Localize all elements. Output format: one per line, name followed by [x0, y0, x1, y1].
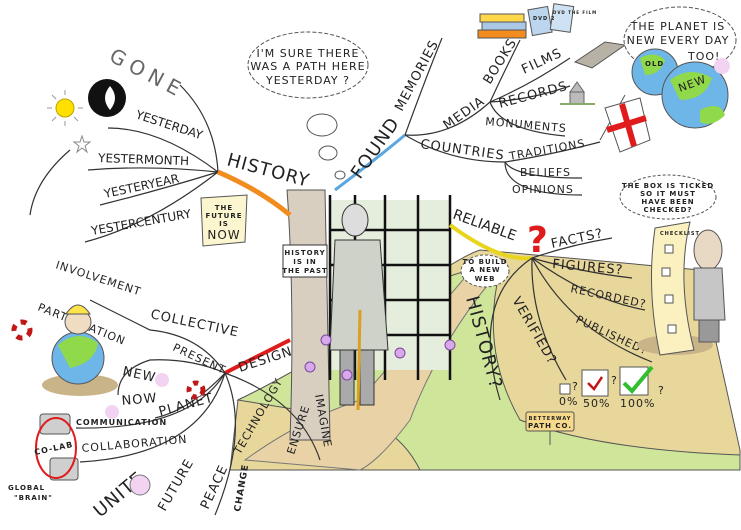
reliable-branch	[448, 223, 533, 261]
checkbox-question: ?	[658, 384, 665, 397]
globe-person-figure	[42, 304, 118, 396]
scroll-title: CHECKLIST	[660, 231, 700, 237]
scroll-text: NOW	[207, 228, 240, 242]
change-label: CHANGE	[233, 463, 251, 512]
checkbox-label: 0%	[559, 395, 578, 408]
films-label: FILMS	[519, 46, 564, 78]
tree-sign-line: HISTORY	[284, 249, 325, 257]
found-label: FOUND	[347, 113, 404, 182]
scroll-text: THE	[215, 204, 233, 212]
collaboration-label: COLLABORATION	[81, 433, 188, 455]
opinions-label: OPINIONS	[512, 183, 574, 196]
involvement-label: INVOLVEMENT	[54, 258, 143, 298]
checkbox-label: 50%	[583, 397, 610, 410]
web-bubble-text: A NEW	[469, 266, 500, 274]
dvd-icon: DVD 2 DVD THE FILM	[527, 3, 597, 37]
sparkle-icon	[129, 474, 151, 496]
found-branch	[334, 133, 406, 192]
checkbox-label: 100%	[620, 397, 655, 410]
future-label: FUTURE	[155, 457, 197, 514]
countries-label: COUNTRIES	[419, 137, 505, 164]
lifebuoy-icon	[11, 319, 33, 341]
co-lab-label: CO-LAB	[34, 440, 75, 457]
sparkle-icon	[155, 373, 169, 387]
thought-bubble	[247, 31, 369, 99]
tree-sign	[282, 244, 328, 278]
tree-sign-line: THE PAST	[282, 267, 328, 275]
web-bubble	[460, 254, 510, 288]
planet-label: PLANET	[157, 391, 215, 420]
now-label: NOW	[121, 391, 158, 409]
thought-text: YESTERDAY ?	[265, 74, 350, 87]
checkbox-question: ?	[611, 374, 618, 387]
traditions-label: TRADITIONS	[507, 137, 586, 163]
new-globe: NEW	[661, 61, 729, 129]
facts-label: FACTS?	[550, 226, 605, 252]
collective-label: COLLECTIVE	[149, 307, 240, 340]
monument-icon	[560, 81, 595, 105]
planet-bubble-text: THE PLANET IS	[630, 20, 726, 33]
yestermonth-label: YESTERMONTH	[97, 151, 189, 168]
global-brain-label: "BRAIN"	[14, 494, 53, 502]
communication-label: COMMUNICATION	[76, 418, 167, 427]
checked-bubble-text: SO IT MUST	[640, 190, 696, 198]
star-icon	[72, 134, 92, 154]
figures-label: FIGURES?	[552, 257, 624, 278]
checkbox-0: ? 0%	[559, 380, 579, 408]
history-branch	[217, 169, 292, 217]
media-label: MEDIA	[441, 94, 488, 133]
record-icon	[573, 41, 627, 69]
web-bubble-text: TO BUILD	[462, 258, 507, 266]
books-icon	[477, 13, 527, 39]
thought-text: WAS A PATH HERE	[250, 60, 365, 73]
sparkle-icon	[714, 58, 730, 74]
tree-sign-line: IS IN	[293, 258, 317, 266]
design-branch	[224, 338, 291, 375]
flowers	[304, 334, 456, 381]
path-sign-text: BETTERWAY	[529, 416, 572, 422]
lifebuoy-icon	[186, 380, 206, 400]
checkbox-100: ? 100%	[619, 365, 665, 410]
person-figure	[693, 229, 726, 343]
planet-bubble-text: TOO!	[687, 50, 720, 63]
checklist-scroll	[650, 221, 695, 356]
beliefs-label: BELIEFS	[520, 166, 571, 179]
old-globe-label: OLD	[645, 60, 664, 68]
thought-text: I'M SURE THERE	[257, 47, 360, 60]
yestercentury-label: YESTERCENTURY	[89, 206, 193, 238]
checklist-boxes	[661, 244, 677, 334]
checked-bubble-text: CHECKED?	[644, 206, 693, 214]
checked-bubble-text: THE BOX IS TICKED	[622, 182, 714, 190]
question-mark-icon: ?	[527, 220, 549, 261]
monuments-label: MONUMENTS	[485, 115, 568, 135]
checkbox-50: ? 50%	[581, 369, 618, 410]
web-bubble-text: WEB	[475, 275, 496, 283]
checked-bubble	[619, 174, 717, 220]
scroll-text: FUTURE	[205, 212, 242, 220]
path-sign	[525, 411, 575, 432]
history-label: HISTORY	[225, 150, 312, 192]
planet-bubble-text: NEW EVERY DAY	[627, 34, 730, 47]
scroll-text: IS	[219, 220, 229, 228]
dvd-label: DVD 2	[533, 16, 555, 22]
peace-label: PEACE	[198, 463, 231, 512]
sparkle-icon	[105, 405, 119, 419]
sun-icon	[47, 90, 83, 126]
dvd-label: DVD THE FILM	[553, 10, 597, 15]
reliable-label: RELIABLE	[451, 207, 519, 245]
england-flag-icon	[599, 94, 651, 153]
yesterday-label: YESTERDAY	[133, 107, 205, 142]
path-sign-text: PATH CO.	[528, 422, 572, 430]
records-label: RECORDS	[497, 79, 569, 112]
future-scroll	[200, 194, 248, 247]
design-label: DESIGN	[237, 344, 295, 376]
new-label: NEW	[121, 364, 157, 386]
global-brain-label: GLOBAL	[8, 484, 45, 492]
checkbox-question: ?	[572, 380, 579, 393]
checked-bubble-text: HAVE BEEN	[641, 198, 694, 206]
co-lab-computers-icon	[35, 413, 79, 481]
yesteryear-label: YESTERYEAR	[102, 171, 181, 201]
moon-icon	[88, 79, 126, 117]
